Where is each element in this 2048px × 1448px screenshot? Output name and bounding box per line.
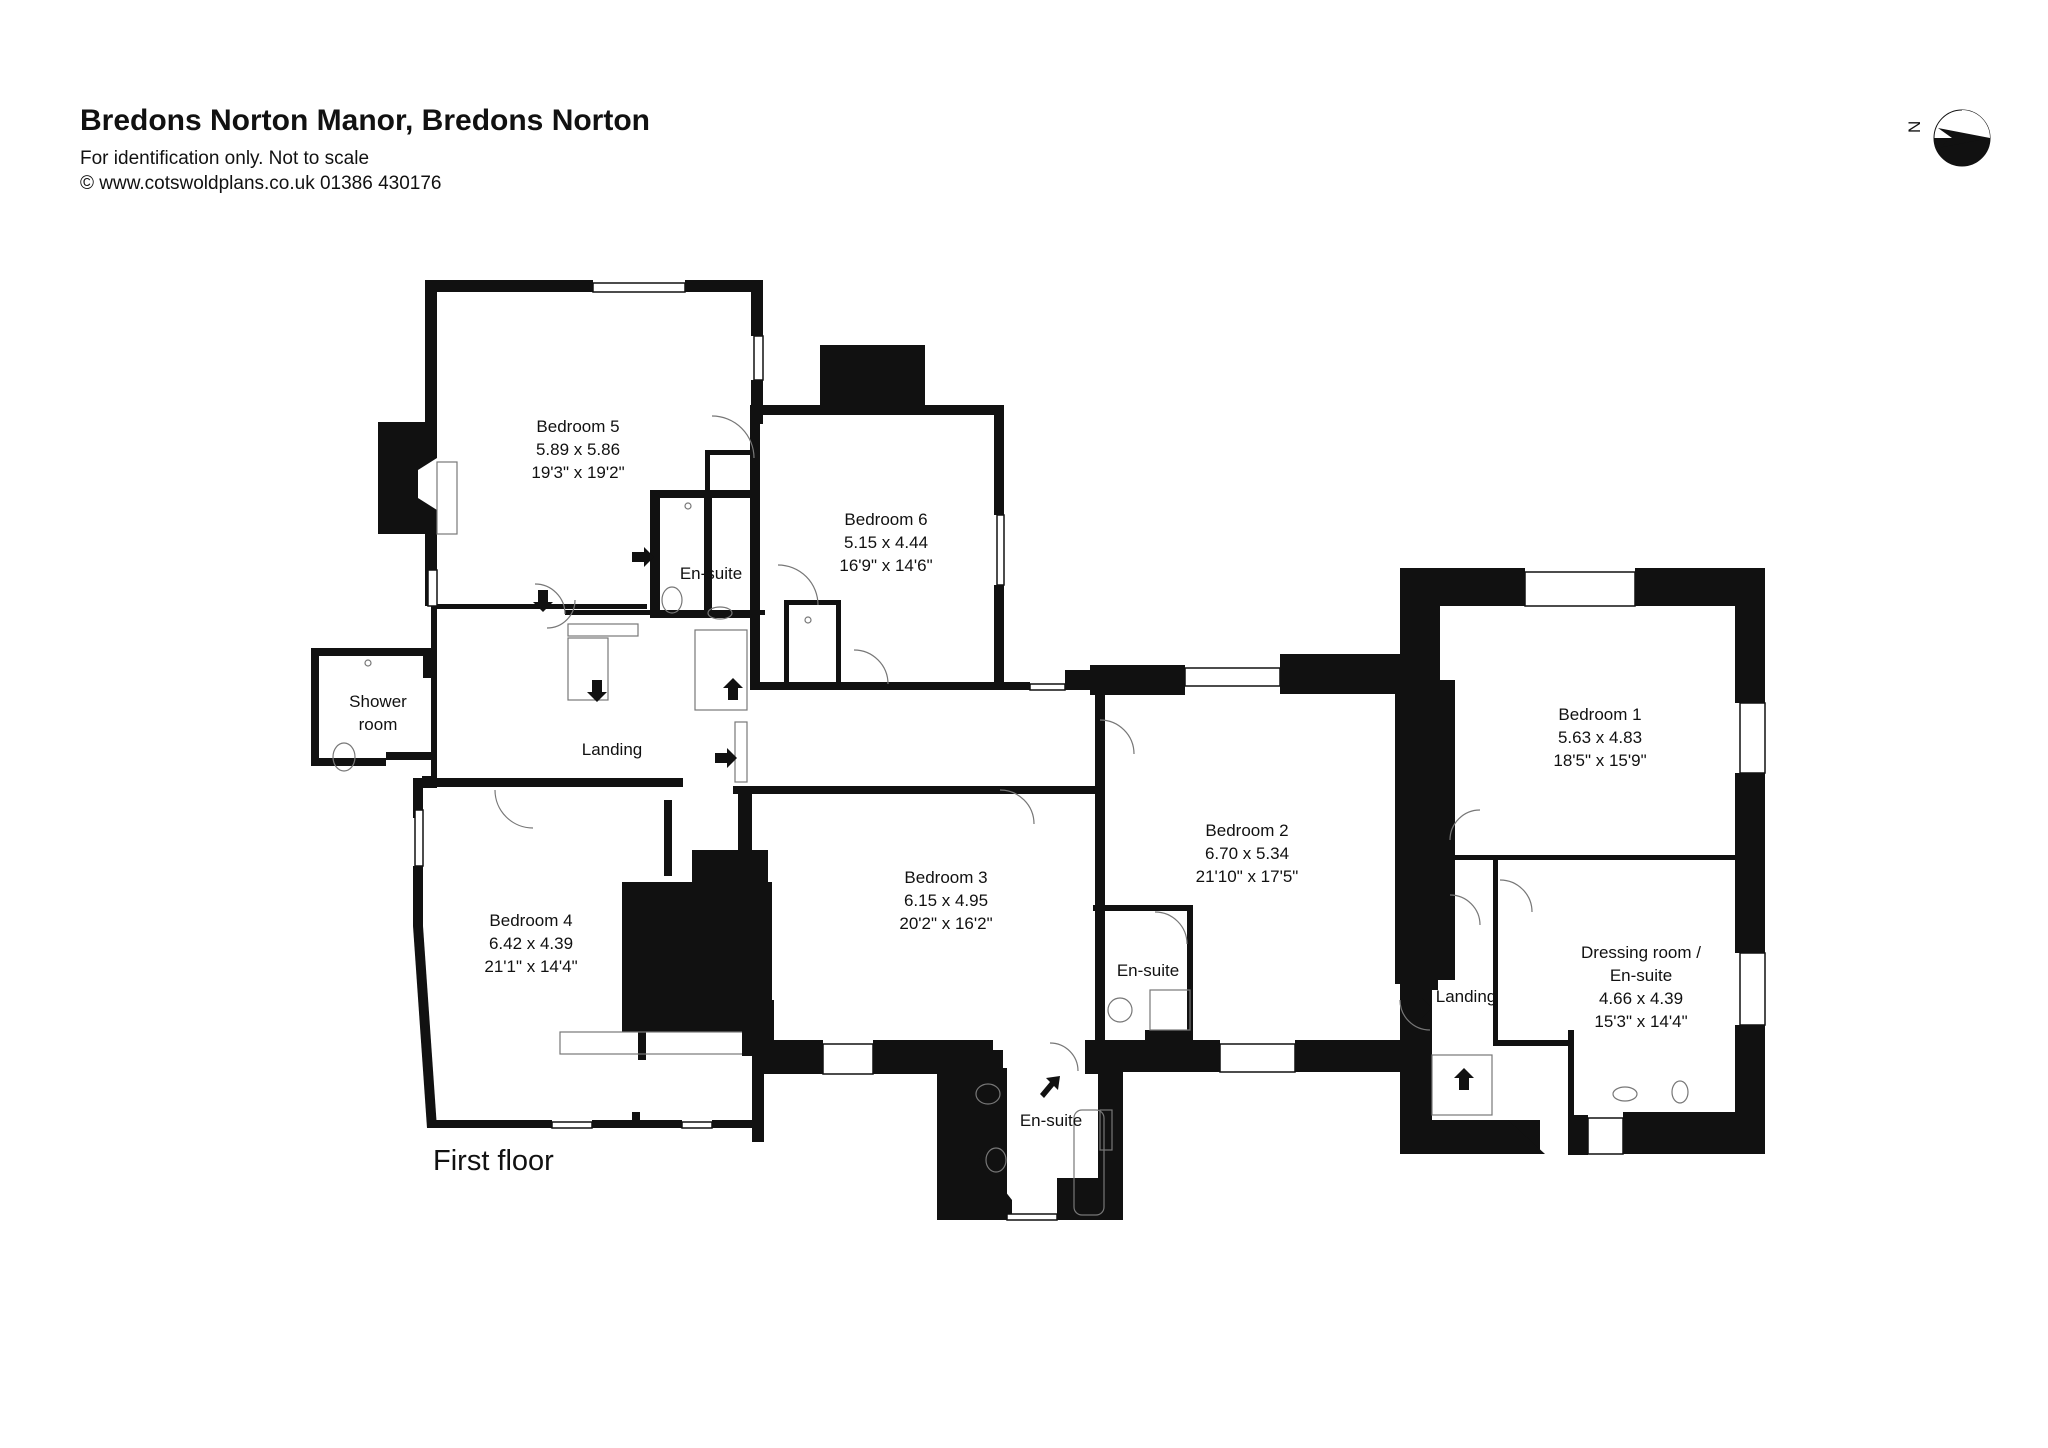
bedroom-1-metric: 5.63 x 4.83 [1558,728,1642,747]
bedroom-1-walls [1400,568,1766,1115]
room-label-bedroom-5: Bedroom 5 5.89 x 5.86 19'3" x 19'2" [531,417,624,482]
shower-line2: room [359,715,398,734]
bedroom-3-name: Bedroom 3 [904,868,987,887]
bedroom-3-walls [733,786,1105,1075]
bedroom-3-imperial: 20'2" x 16'2" [899,914,992,933]
disclaimer-text: For identification only. Not to scale [80,148,370,169]
room-label-bedroom-2: Bedroom 2 6.70 x 5.34 21'10" x 17'5" [1196,821,1299,886]
dressing-metric: 4.66 x 4.39 [1599,989,1683,1008]
bedroom-6-metric: 5.15 x 4.44 [844,533,928,552]
bedroom-4-imperial: 21'1" x 14'4" [484,957,577,976]
bedroom-5-metric: 5.89 x 5.86 [536,440,620,459]
shower-room-walls [311,648,431,772]
bedroom-6-imperial: 16'9" x 14'6" [839,556,932,575]
bedroom-4-name: Bedroom 4 [489,911,572,930]
ensuite-b3-label: En-suite [1020,1111,1082,1130]
landing-east-label: Landing [1436,987,1497,1006]
dressing-room-walls [1493,855,1765,1155]
room-label-dressing: Dressing room / En-suite 4.66 x 4.39 15'… [1581,943,1701,1031]
bedroom-4-walls [413,778,772,1142]
floor-label: First floor [433,1145,554,1177]
bedroom-4-metric: 6.42 x 4.39 [489,934,573,953]
room-label-bedroom-3: Bedroom 3 6.15 x 4.95 20'2" x 16'2" [899,868,992,933]
dressing-imperial: 15'3" x 14'4" [1594,1012,1687,1031]
room-label-bedroom-4: Bedroom 4 6.42 x 4.39 21'1" x 14'4" [484,911,577,976]
compass-icon: N [1905,109,1991,167]
bedroom-1-imperial: 18'5" x 15'9" [1553,751,1646,770]
shower-line1: Shower [349,692,407,711]
dressing-line2: En-suite [1610,966,1672,985]
room-label-shower: Shower room [349,692,407,734]
room-label-bedroom-6: Bedroom 6 5.15 x 4.44 16'9" x 14'6" [839,510,932,575]
bedroom-5-imperial: 19'3" x 19'2" [531,463,624,482]
ensuite-b5-label: En-suite [680,564,742,583]
bedroom-2-metric: 6.70 x 5.34 [1205,844,1289,863]
bedroom-6-walls [750,345,1095,691]
property-title: Bredons Norton Manor, Bredons Norton [80,104,650,137]
bedroom-2-name: Bedroom 2 [1205,821,1288,840]
bedroom-5-name: Bedroom 5 [536,417,619,436]
copyright-text: © www.cotswoldplans.co.uk 01386 430176 [80,173,442,194]
bedroom-3-metric: 6.15 x 4.95 [904,891,988,910]
landing-main-label: Landing [582,740,643,759]
dressing-line1: Dressing room / [1581,943,1701,962]
ensuite-b2-label: En-suite [1117,961,1179,980]
room-label-bedroom-1: Bedroom 1 5.63 x 4.83 18'5" x 15'9" [1553,705,1646,770]
bedroom-3-ensuite-walls [937,1068,1123,1221]
plan-header: Bredons Norton Manor, Bredons Norton For… [80,104,650,196]
bedroom-2-imperial: 21'10" x 17'5" [1196,867,1299,886]
stair-arrows [533,547,1474,1098]
bedroom-6-name: Bedroom 6 [844,510,927,529]
compass-letter: N [1905,121,1924,133]
bedroom-1-name: Bedroom 1 [1558,705,1641,724]
bedroom-5-walls [378,280,764,607]
